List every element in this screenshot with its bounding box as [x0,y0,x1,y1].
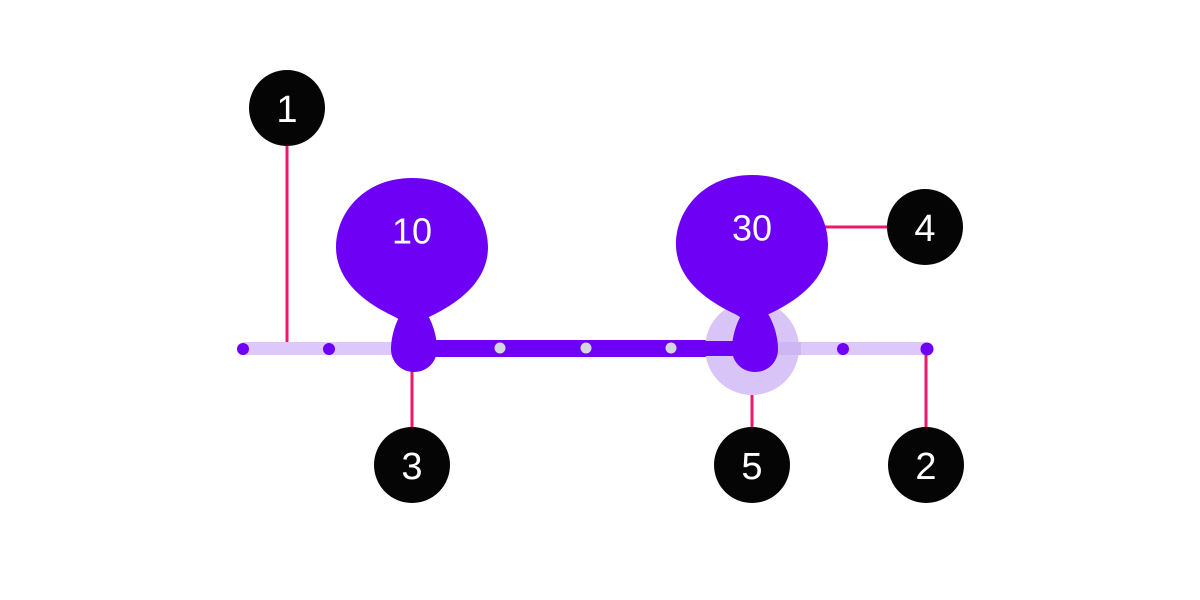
slider-handle-upper-group[interactable]: 30 [676,175,828,372]
value-balloon-lower [336,178,488,340]
tick-dot-inactive [837,343,849,355]
value-balloon-upper-text: 30 [732,208,772,249]
callout-label-4: 4 [914,208,935,250]
callout-badge-4[interactable]: 4 [887,189,963,265]
callout-circle-5[interactable] [714,427,790,503]
slider-handle-lower-group[interactable]: 10 [336,178,488,372]
callout-circle-4[interactable] [887,189,963,265]
tick-dot-active [580,342,592,354]
callout-badge-1[interactable]: 1 [249,70,325,146]
callout-circle-3[interactable] [374,427,450,503]
tick-dot-inactive [323,343,335,355]
tick-dot-active [665,342,677,354]
slider-ticks-group [237,342,934,356]
callout-circle-1[interactable] [249,70,325,146]
tick-dot-end [920,342,934,356]
callout-label-1: 1 [276,89,297,131]
callout-badge-3[interactable]: 3 [374,427,450,503]
tick-dot-active [494,342,506,354]
callout-circle-2[interactable] [888,427,964,503]
callout-label-3: 3 [401,446,422,488]
value-balloon-lower-text: 10 [392,211,432,252]
callout-badge-2[interactable]: 2 [888,427,964,503]
slider-handle-lower[interactable] [391,304,437,372]
value-balloon-upper [676,175,828,340]
callout-label-2: 2 [915,446,936,488]
tick-dot-inactive [237,343,249,355]
callout-badge-5[interactable]: 5 [714,427,790,503]
slider-handle-upper[interactable] [732,304,778,372]
callout-label-5: 5 [741,446,762,488]
